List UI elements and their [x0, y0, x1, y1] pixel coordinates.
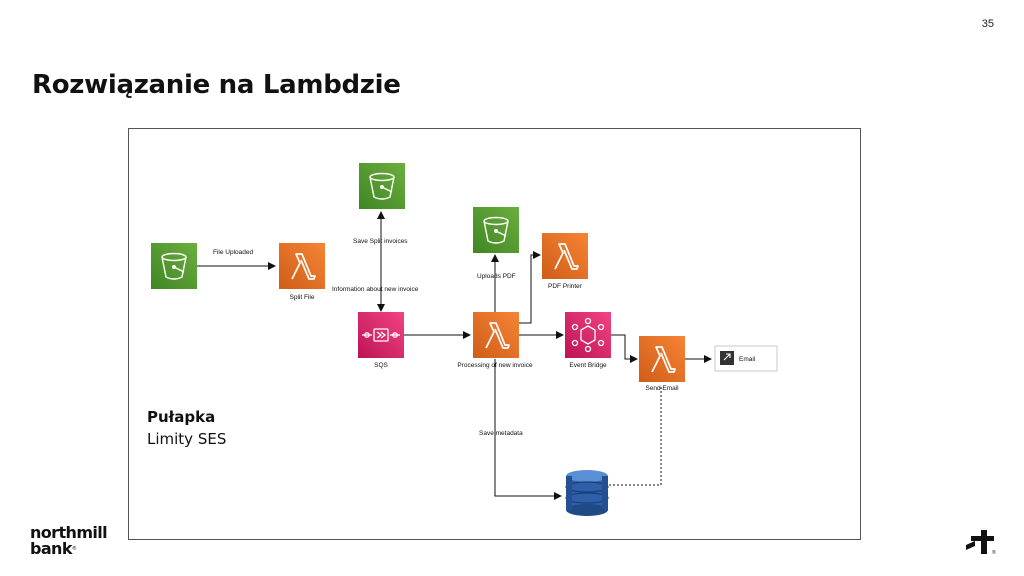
- pitfall-callout: Pułapka Limity SES: [147, 406, 226, 450]
- edge-save-metadata: [494, 359, 562, 500]
- logo-line-2: bank: [30, 539, 72, 558]
- logo-line-1: northmill: [30, 523, 108, 542]
- page-number: 35: [981, 18, 994, 30]
- split-file-label: Split File: [290, 294, 315, 301]
- s3-pdf-node: [473, 207, 519, 253]
- queue-icon: [362, 328, 400, 342]
- s3-source-node: [151, 243, 197, 289]
- bucket-icon: [483, 216, 509, 244]
- architecture-diagram: Email Split File SQS PDF Printer Process…: [128, 128, 861, 540]
- architecture-diagram-svg: Email Split File SQS PDF Printer Process…: [151, 163, 778, 516]
- pdf-printer-label: PDF Printer: [548, 283, 583, 290]
- lambda-icon: [554, 243, 579, 270]
- s3-split-node: [359, 163, 405, 209]
- email-icon: [720, 351, 734, 365]
- uploads-pdf-label: Uploads PDF: [477, 273, 516, 280]
- brand-mark-icon: ®: [966, 530, 996, 556]
- lambda-icon: [485, 322, 510, 349]
- save-metadata-label: Save metadata: [479, 430, 523, 437]
- brand-mark-trademark: ®: [992, 549, 996, 556]
- event-bridge-node: [565, 312, 611, 358]
- edge-processing-pdf-printer: [519, 251, 541, 324]
- event-bridge-label: Event Bridge: [569, 362, 607, 369]
- lambda-split-file-node: [279, 243, 325, 289]
- sqs-node: [358, 312, 404, 358]
- email-label: Email: [739, 356, 756, 363]
- pitfall-title: Pułapka: [147, 408, 216, 426]
- file-uploaded-label: File Uploaded: [213, 249, 253, 256]
- event-bus-icon: [571, 317, 605, 353]
- processing-label: Processing of new invoice: [457, 362, 533, 369]
- lambda-processing-node: [473, 312, 519, 358]
- pitfall-body: Limity SES: [147, 430, 227, 448]
- bucket-icon: [369, 172, 395, 200]
- lambda-send-email-node: [639, 336, 685, 382]
- lambda-icon: [291, 253, 316, 280]
- sqs-label: SQS: [374, 362, 388, 369]
- lambda-pdf-printer-node: [542, 233, 588, 279]
- northmill-bank-logo: northmill bank®: [30, 523, 108, 558]
- database-icon: [565, 470, 609, 516]
- dynamodb-node: [565, 470, 609, 516]
- edge-event-bridge-send-email: [610, 334, 638, 363]
- lambda-icon: [651, 346, 676, 373]
- bucket-icon: [161, 252, 187, 280]
- email-node: Email: [714, 345, 778, 372]
- send-email-label: Send Email: [645, 385, 679, 392]
- edge-dynamodb-send-email: [609, 385, 662, 486]
- logo-trademark: ®: [71, 546, 77, 552]
- info-new-invoice-label: Information about new invoice: [332, 286, 419, 293]
- slide-title: Rozwiązanie na Lambdzie: [32, 70, 401, 100]
- save-split-invoices-label: Save Split invoices: [353, 238, 408, 245]
